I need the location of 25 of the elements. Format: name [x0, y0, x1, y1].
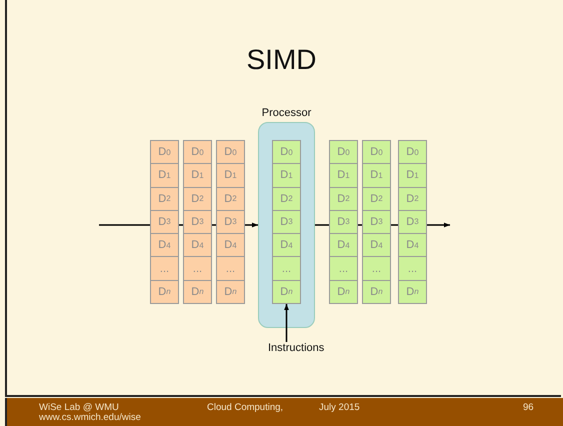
arrow [245, 222, 258, 228]
data-column [150, 140, 179, 304]
data-cell: ... [184, 257, 211, 281]
processor-label: Processor [260, 107, 312, 119]
data-cell: ... [363, 257, 390, 281]
data-column [272, 140, 301, 304]
data-column [398, 140, 427, 304]
data-cell: ... [273, 257, 300, 281]
slide-title: SIMD [246, 44, 318, 76]
data-column [329, 140, 358, 304]
data-column [216, 140, 245, 304]
lab-name: WiSe Lab @ WMU [39, 403, 119, 413]
data-column [362, 140, 391, 304]
arrow [427, 222, 450, 228]
instructions-text: Instructions [268, 342, 324, 354]
date-label: July 2015 [319, 403, 360, 413]
data-cell: ... [217, 257, 244, 281]
arrow [284, 304, 289, 342]
data-cell: ... [330, 257, 357, 281]
web-address: www.cs.wmich.edu/wise [39, 413, 141, 423]
data-cell: ... [399, 257, 426, 281]
data-column [183, 140, 212, 304]
data-cell: ... [151, 257, 178, 281]
page-number: 96 [523, 403, 534, 413]
course-name: Cloud Computing, [207, 403, 284, 413]
